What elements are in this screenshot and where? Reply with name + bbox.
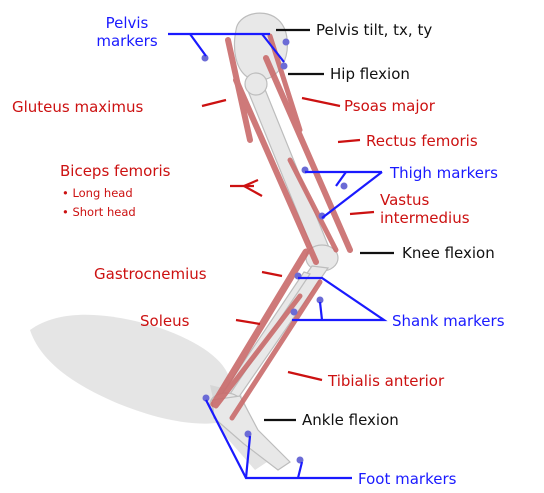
short-head-label: • Short head [62,205,136,219]
muscles [214,36,350,418]
tibialis-anterior-label: Tibialis anterior [328,372,444,390]
long-head-label: • Long head [62,186,133,200]
foot-markers-label: Foot markers [358,470,456,488]
psoas-major-label: Psoas major [344,97,435,115]
hip-flexion-label: Hip flexion [330,65,410,83]
thigh-markers-label: Thigh markers [390,164,498,182]
vastus-intermedius-label: Vastus intermedius [380,191,470,227]
ankle-flexion-label: Ankle flexion [302,411,399,429]
pelvis-tilt-label: Pelvis tilt, tx, ty [316,21,432,39]
soleus-label: Soleus [140,312,189,330]
gastrocnemius-label: Gastrocnemius [94,265,207,283]
femoral-head [245,73,267,95]
pelvis-markers-label: Pelvis markers [96,14,158,50]
knee-flexion-label: Knee flexion [402,244,495,262]
gluteus-maximus-label: Gluteus maximus [12,98,143,116]
soleus-muscle [216,296,300,406]
shank-markers-label: Shank markers [392,312,505,330]
joint-leader-lines [264,30,394,420]
biceps-femoris-label: Biceps femoris [60,162,171,180]
rectus-femoris-label: Rectus femoris [366,132,478,150]
